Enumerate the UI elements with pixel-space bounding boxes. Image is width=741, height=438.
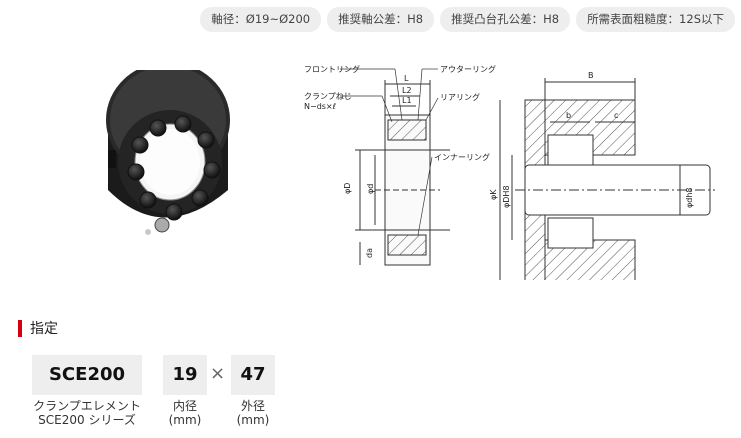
label-inner-ring: インナーリング [434, 152, 490, 162]
label-phiD: φD [343, 183, 352, 194]
label-da: da [365, 248, 374, 258]
label-front-ring: フロントリング [304, 64, 360, 74]
inner-caption-line-2: (mm) [168, 413, 202, 427]
outer-caption-line-2: (mm) [236, 413, 270, 427]
spec-tag-surface-roughness: 所需表面粗糙度：12S以下 [576, 7, 735, 32]
left-section-drawing [355, 80, 450, 266]
right-assembly-drawing [499, 78, 715, 280]
outer-caption-line-1: 外径 [240, 399, 265, 413]
label-outer-ring: アウターリング [440, 64, 496, 74]
label-c: c [614, 111, 618, 120]
model-caption-line-1: クランプエレメント [33, 399, 141, 413]
label-B: B [588, 71, 594, 80]
spec-tag-hub-tolerance: 推奨凸台孔公差：H8 [440, 7, 571, 32]
section-accent-bar [18, 319, 22, 337]
inner-diameter-box[interactable]: 19 [163, 355, 207, 395]
outer-diameter-box[interactable]: 47 [231, 355, 275, 395]
label-phiK: φK [489, 189, 498, 200]
times-sign: × [210, 363, 226, 384]
label-b: b [566, 111, 571, 120]
label-phid: φd [366, 184, 375, 194]
product-image [106, 70, 230, 235]
spec-tag-shaft-diameter: 軸径：Ø19~Ø200 [200, 7, 322, 32]
model-caption: クランプエレメント SCE200 シリーズ [22, 399, 152, 427]
model-box[interactable]: SCE200 [32, 355, 142, 395]
label-phidh8: φdh8 [685, 187, 694, 208]
model-caption-line-2: SCE200 シリーズ [38, 413, 136, 427]
outer-caption: 外径 (mm) [228, 399, 278, 427]
label-screw-spec: N−ds×ℓ [304, 102, 336, 111]
label-L1: L1 [402, 96, 412, 105]
spec-tags: 軸径：Ø19~Ø200 推奨軸公差：H8 推奨凸台孔公差：H8 所需表面粗糙度：… [200, 7, 735, 32]
inner-caption: 内径 (mm) [160, 399, 210, 427]
label-L2: L2 [402, 86, 412, 95]
label-clamp-screw: クランプねじ [304, 92, 352, 101]
section-title: 指定 [30, 321, 58, 337]
section-heading: 指定 [18, 318, 58, 338]
spec-tag-shaft-tolerance: 推奨軸公差：H8 [327, 7, 435, 32]
inner-caption-line-1: 内径 [172, 399, 197, 413]
label-phiDH8: φDH8 [502, 185, 511, 208]
label-L: L [404, 74, 409, 83]
label-rear-ring: リアリング [440, 92, 480, 102]
technical-drawing: フロントリング クランプねじ N−ds×ℓ アウターリング リアリング インナー… [304, 64, 715, 280]
